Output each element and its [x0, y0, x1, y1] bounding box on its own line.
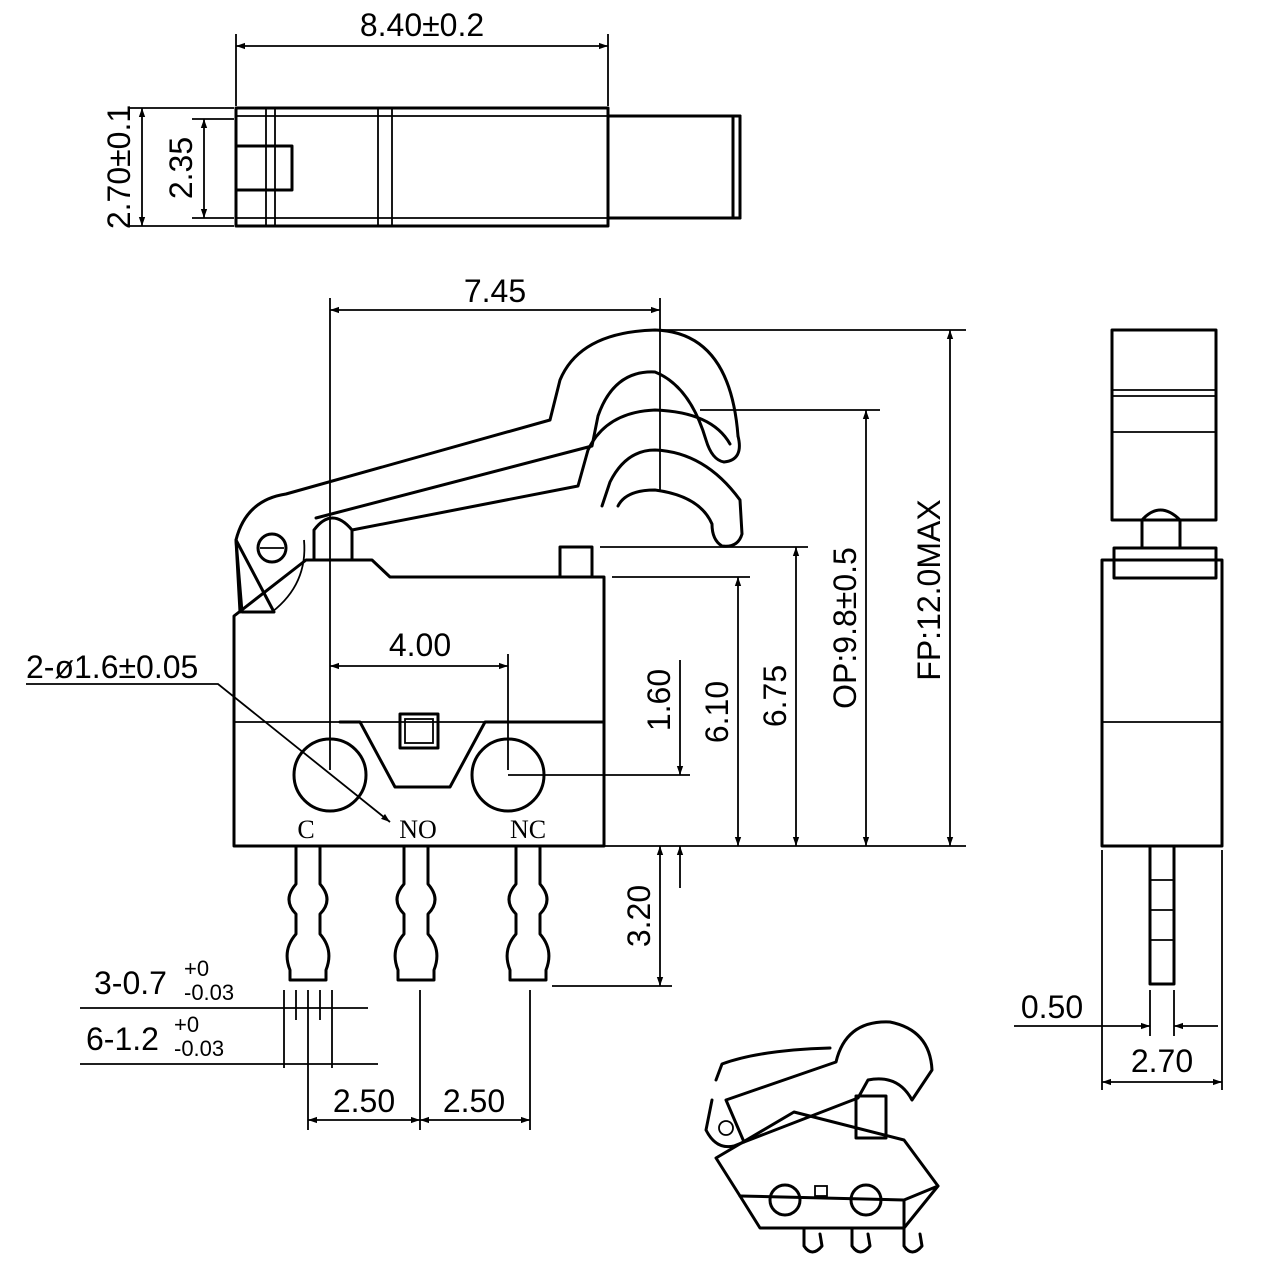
isometric-view [704, 1020, 940, 1254]
pin-label-nc: NC [510, 815, 546, 844]
window-slot [398, 712, 440, 750]
pin-label-c: C [297, 815, 314, 844]
top-height-label: 2.70±0.1 [101, 105, 137, 229]
hole-label: 2-ø1.6±0.05 [26, 649, 198, 685]
pitch-1-label: 2.50 [333, 1083, 395, 1119]
terminal-tol-2-top: +0 [174, 1012, 199, 1037]
front-view: C NO NC 7.45 4.00 2-ø1.6±0.05 1.60 6.10 … [26, 273, 966, 1130]
terminal-width-1: 3-0.7 [94, 965, 167, 1001]
side-view: 0.50 2.70 [1014, 328, 1224, 1090]
pivot-screw [256, 532, 288, 564]
pin-spacing-label: 4.00 [389, 627, 451, 663]
pin-label-no: NO [399, 815, 437, 844]
pin-thickness-label: 0.50 [1021, 989, 1083, 1025]
op-label: OP:9.8±0.5 [827, 547, 863, 709]
terminal-pins [285, 844, 551, 982]
terminal-tol-1-top: +0 [184, 956, 209, 981]
side-width-label: 2.70 [1131, 1043, 1193, 1079]
top-view: 8.40±0.2 2.70±0.1 2.35 [101, 7, 742, 229]
pitch-2-label: 2.50 [443, 1083, 505, 1119]
dim-6-75: 6.75 [757, 665, 793, 727]
actuator-button [558, 545, 594, 579]
dim-1-60: 1.60 [641, 669, 677, 731]
pin-length-label: 3.20 [621, 885, 657, 947]
top-inner-height-label: 2.35 [163, 137, 199, 199]
fp-label: FP:12.0MAX [911, 499, 947, 680]
lever-distance-label: 7.45 [464, 273, 526, 309]
dim-6-10: 6.10 [699, 681, 735, 743]
terminal-tol-2-bottom: -0.03 [174, 1036, 224, 1061]
terminal-tol-1-bottom: -0.03 [184, 980, 234, 1005]
terminal-width-2: 6-1.2 [86, 1021, 159, 1057]
top-width-label: 8.40±0.2 [360, 7, 484, 43]
